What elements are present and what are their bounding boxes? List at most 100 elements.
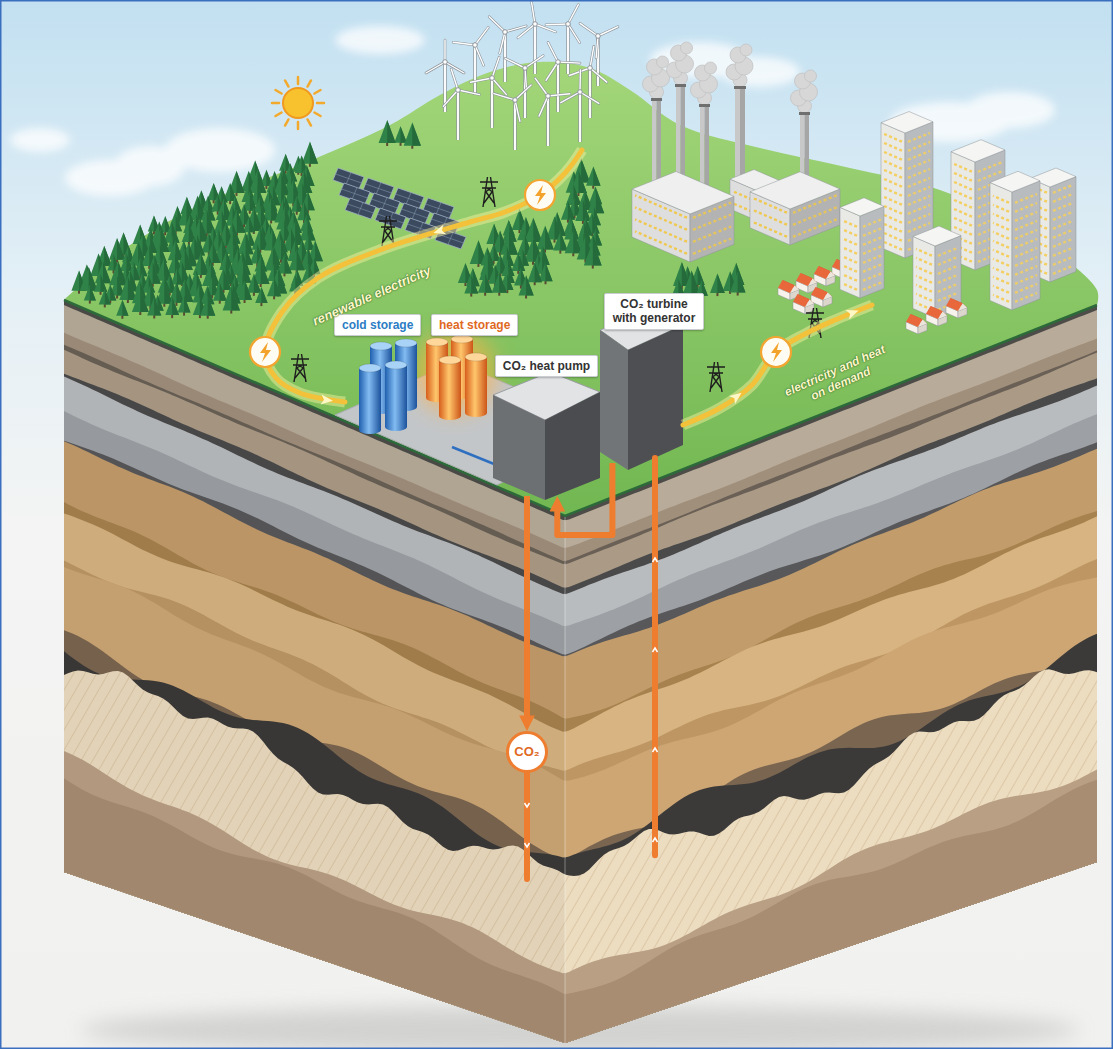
tree-crown — [237, 280, 252, 300]
tank-top — [465, 353, 487, 361]
tree — [404, 123, 421, 149]
circle-ring — [508, 733, 547, 772]
lightning-bolt — [771, 342, 782, 362]
grass — [64, 62, 1098, 516]
tree-shade — [140, 258, 147, 277]
sun-disc — [283, 88, 313, 118]
sun-ray — [272, 102, 279, 105]
wind-turbine — [494, 85, 531, 150]
window-row — [1053, 248, 1073, 256]
turbine-blade — [458, 90, 480, 95]
smoke — [681, 42, 693, 54]
tree-crown — [132, 290, 149, 313]
tree-crown — [500, 231, 518, 255]
tree-shade — [596, 191, 604, 214]
tank-top — [426, 338, 448, 346]
window-row — [884, 188, 902, 196]
tree-crown — [247, 274, 261, 293]
tree-shade — [274, 278, 281, 297]
symbol-ring — [250, 337, 280, 367]
window-row — [938, 293, 958, 301]
window-row — [938, 275, 958, 283]
window-row — [954, 164, 972, 172]
tree-shade — [213, 243, 221, 263]
tree-shade — [535, 263, 542, 283]
tree-shade — [185, 248, 193, 270]
factory-hall — [632, 172, 734, 263]
turbine-blade — [579, 70, 582, 92]
tree-shade — [237, 209, 246, 233]
tree-crown — [492, 272, 507, 292]
turbine-blade — [580, 23, 598, 36]
window-row — [693, 215, 731, 230]
turbine-blade — [580, 92, 599, 103]
wind-turbine — [546, 42, 580, 112]
tree — [464, 275, 478, 296]
window-row — [1053, 203, 1073, 211]
rock-layer — [559, 779, 1103, 1049]
turbine-blade — [590, 68, 607, 82]
house — [926, 306, 947, 326]
tree-shade — [117, 238, 125, 260]
ground-block — [58, 297, 1103, 1049]
turbine-hub — [456, 88, 461, 93]
tree-shade — [593, 166, 600, 185]
window-row — [1015, 239, 1037, 248]
rock-layer — [559, 669, 1103, 1049]
turbine-hub — [546, 94, 551, 99]
turbine-blade — [515, 85, 531, 100]
turbine-blade — [489, 17, 505, 32]
tree-shade — [220, 283, 227, 301]
ground-rim — [64, 300, 1097, 516]
wind-turbine — [535, 78, 570, 146]
house-roof — [796, 273, 813, 286]
window-row — [993, 196, 1009, 203]
window-row — [908, 178, 930, 187]
rock-layer — [559, 309, 1103, 1049]
tree — [133, 258, 147, 280]
node-text: CO₂ turbine with generator — [604, 293, 704, 330]
rock-layer — [559, 577, 1103, 1049]
tree-crown — [511, 253, 525, 271]
window-row — [843, 230, 857, 236]
cloud — [165, 128, 275, 172]
tree — [584, 241, 602, 268]
window-row — [635, 195, 687, 217]
tree-shade — [261, 287, 267, 303]
wind-turbine — [443, 69, 479, 140]
turbine-blade — [475, 27, 488, 45]
symbol-ring — [525, 180, 555, 210]
tree — [519, 275, 534, 298]
turbine-blade — [426, 62, 445, 73]
tree-crown — [297, 202, 311, 221]
turbine-blade — [453, 42, 475, 45]
tree-shade — [518, 253, 525, 271]
sun — [272, 77, 324, 129]
solar-panel — [345, 198, 376, 219]
tree-crown — [586, 166, 601, 185]
turbine-blade — [558, 62, 580, 63]
tree-crown — [478, 274, 493, 293]
window-row — [978, 162, 1002, 172]
tree-shade — [315, 241, 323, 262]
turbine-tower — [596, 36, 599, 86]
tree — [147, 297, 161, 319]
wind-turbine — [580, 23, 618, 86]
window-row — [916, 285, 932, 292]
tree-shade — [224, 269, 232, 290]
turbine-hub — [473, 43, 478, 48]
pylon — [291, 354, 309, 382]
window-row — [843, 257, 857, 263]
flow-arrow — [846, 306, 861, 320]
turbine-blade — [579, 70, 581, 92]
pylon — [480, 177, 498, 207]
turbine-blade — [500, 32, 505, 53]
building-side — [493, 395, 545, 500]
turbine-blade — [590, 46, 594, 68]
flow-arrow — [321, 395, 334, 406]
tree-shade — [526, 275, 534, 295]
window-row — [916, 294, 932, 301]
window-row — [1015, 257, 1037, 266]
turbine-blade — [458, 90, 480, 95]
